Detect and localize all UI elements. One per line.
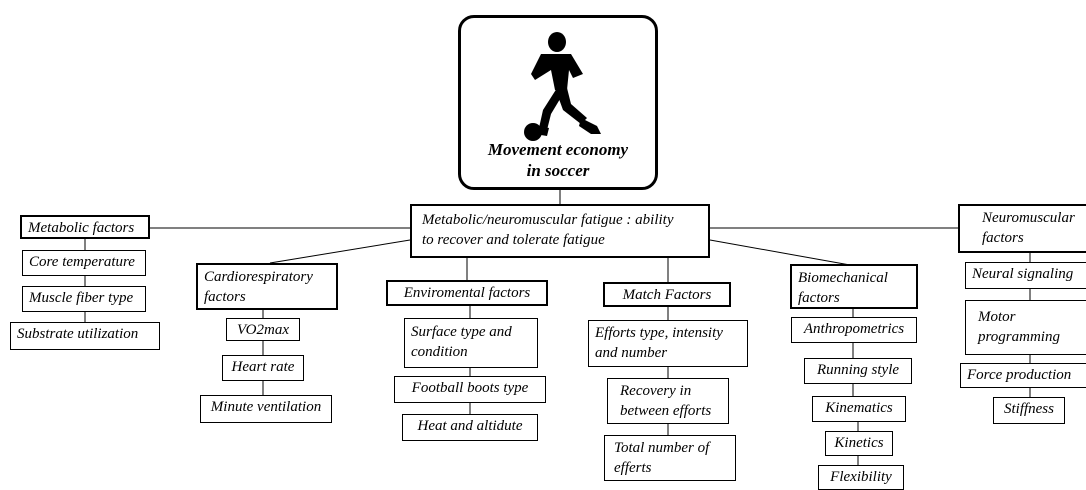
neuro-title-line1: Neuromuscular [982,210,1075,226]
match-item-line1: Efforts type, intensity [595,325,723,341]
root-title: Movement economy in soccer [461,139,655,181]
match-item-line2: efferts [614,460,652,476]
biomech-title-line1: Biomechanical [798,270,888,286]
environmental-item: Heat and altidute [402,414,538,441]
neuro-item-line1: Motor [978,309,1016,325]
hub-line1: Metabolic/neuromuscular fatigue : abilit… [422,212,674,228]
cardio-item: Minute ventilation [200,395,332,423]
biomech-title-line2: factors [798,290,840,306]
root-title-line2: in soccer [526,161,590,180]
match-item-line2: and number [595,345,668,361]
metabolic-item: Muscle fiber type [22,286,146,312]
cardio-title-line2: factors [204,289,246,305]
neuromuscular-item: Force production [960,363,1086,388]
root-node: Movement economy in soccer [458,15,658,190]
match-item: Efforts type, intensity and number [588,320,748,367]
cardio-item: Heart rate [222,355,304,381]
cardio-title-line1: Cardiorespiratory [204,269,313,285]
cardio-factors-title: Cardiorespiratory factors [196,263,338,310]
match-item: Total number of efferts [604,435,736,481]
environmental-item-line2: condition [411,344,468,360]
biomechanical-item: Kinematics [812,396,906,422]
match-item-line2: between efforts [620,403,712,419]
neuromuscular-item: Stiffness [993,397,1065,424]
match-item-line1: Recovery in [620,383,692,399]
metabolic-item: Core temperature [22,250,146,276]
neuromuscular-factors-title: Neuromuscular factors [958,204,1086,253]
biomechanical-item: Kinetics [825,431,893,456]
biomechanical-item: Flexibility [818,465,904,490]
biomechanical-item: Running style [804,358,912,384]
biomechanical-factors-title: Biomechanical factors [790,264,918,309]
environmental-item-line1: Surface type and [411,324,512,340]
environmental-item: Surface type and condition [404,318,538,368]
soccer-player-icon [524,32,601,141]
neuro-title-line2: factors [982,230,1024,246]
neuro-item-line2: programming [978,329,1060,345]
hub-line2: to recover and tolerate fatigue [422,232,605,248]
environmental-item: Football boots type [394,376,546,403]
metabolic-item: Substrate utilization [10,322,160,350]
neuromuscular-item: Motor programming [965,300,1086,355]
match-item: Recovery in between efforts [607,378,729,424]
root-title-line1: Movement economy [487,140,629,159]
environmental-factors-title: Enviromental factors [386,280,548,306]
biomechanical-item: Anthropometrics [791,317,917,343]
metabolic-factors-title: Metabolic factors [20,215,150,239]
match-item-line1: Total number of [614,440,710,456]
match-factors-title: Match Factors [603,282,731,307]
hub-node: Metabolic/neuromuscular fatigue : abilit… [410,204,710,258]
neuromuscular-item: Neural signaling [965,262,1086,289]
cardio-item: VO2max [226,318,300,341]
